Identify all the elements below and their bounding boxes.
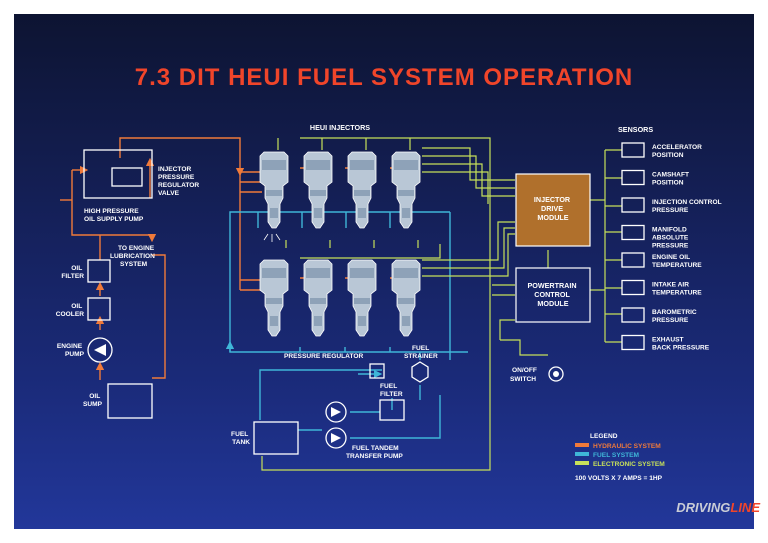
oil-sump-label: OIL SUMP: [83, 393, 103, 408]
oil-filter-label: OIL FILTER: [61, 265, 84, 280]
injector-drive-module-label: INJECTOR DRIVE MODULE: [534, 195, 572, 222]
legend-swatch-fuel: [575, 452, 589, 456]
fuel-labels: PRESSURE REGULATOR FUEL STRAINER FUEL FI…: [231, 345, 438, 460]
injector-3: [347, 151, 377, 229]
powertrain-control-module-label: POWERTRAIN CONTROL MODULE: [527, 281, 578, 308]
oil-system-labels: INJECTOR PRESSURE REGULATOR VALVE HIGH P…: [56, 166, 201, 408]
injector-2: [303, 151, 333, 229]
pressure-regulator-box: [369, 363, 385, 379]
powertrain-control-module-box: [515, 267, 591, 323]
legend-fuel-label: FUEL SYSTEM: [593, 452, 640, 459]
sensor-box-5: [621, 252, 645, 268]
sensor-box-4: [621, 224, 645, 241]
injector-4: [391, 151, 421, 229]
injector-drive-module-box: [515, 173, 591, 247]
injector-7: [347, 259, 377, 337]
legend-swatch-electronic: [575, 461, 589, 465]
legend-title: LEGEND: [590, 433, 618, 440]
oil-sump-box: [107, 383, 153, 419]
high-pressure-oil-supply-pump-box: [83, 149, 153, 199]
transfer-pump-lower-icon: [325, 427, 347, 449]
injector-pressure-regulator-valve-box: [111, 167, 143, 187]
injector-pressure-regulator-valve-label: INJECTOR PRESSURE REGULATOR VALVE: [158, 166, 201, 197]
injector-5: [259, 259, 289, 337]
fuel-lines: [225, 211, 468, 439]
on-off-switch-icon: [548, 366, 564, 382]
sensor-box-8: [621, 334, 645, 351]
sensor-box-2: [621, 169, 645, 186]
legend: LEGEND HYDRAULIC SYSTEM FUEL SYSTEM ELEC…: [575, 433, 665, 482]
sensor-box-1: [621, 142, 645, 158]
legend-note: 100 VOLTS X 7 AMPS = 1HP: [575, 475, 663, 482]
engine-pump-icon: [87, 337, 113, 363]
sensors-heading: SENSORS: [618, 125, 653, 134]
fuel-filter-box: [379, 399, 405, 421]
oil-cooler-label: OIL COOLER: [56, 303, 84, 318]
oil-system: [83, 149, 153, 419]
injector-bank: [259, 151, 421, 337]
sensor-box-7: [621, 307, 645, 323]
on-off-switch-label: ON/OFF SWITCH: [510, 367, 539, 383]
oil-cooler-box: [87, 297, 111, 321]
heui-injectors-label: HEUI INJECTORS: [310, 123, 370, 132]
fuel-strainer-icon: [411, 361, 429, 383]
legend-hydraulic-label: HYDRAULIC SYSTEM: [593, 443, 661, 450]
legend-swatch-hydraulic: [575, 443, 589, 447]
drivingline-watermark: DRIVINGLINE: [676, 500, 760, 515]
page-title: 7.3 DIT HEUI FUEL SYSTEM OPERATION: [135, 64, 634, 91]
fuel-tandem-transfer-pump-label: FUEL TANDEM TRANSFER PUMP: [346, 445, 403, 460]
pressure-regulator-label: PRESSURE REGULATOR: [284, 353, 363, 360]
fuel-tank-label: FUEL TANK: [231, 431, 250, 446]
to-engine-lubrication-system-label: TO ENGINE LUBRICATION SYSTEM: [110, 245, 157, 268]
diagram-poster: [14, 14, 754, 529]
fuel-components: [253, 361, 429, 455]
legend-electronic-label: ELECTRONIC SYSTEM: [593, 461, 665, 468]
sensor-box-3: [621, 197, 645, 213]
injector-1: [259, 151, 289, 229]
high-pressure-oil-supply-pump-label: HIGH PRESSURE OIL SUPPLY PUMP: [84, 208, 144, 223]
injector-6: [303, 259, 333, 337]
fuel-filter-label: FUEL FILTER: [380, 383, 403, 398]
fuel-strainer-label: FUEL STRAINER: [404, 345, 438, 360]
injector-8: [391, 259, 421, 337]
oil-filter-box: [87, 259, 111, 283]
engine-pump-label: ENGINE PUMP: [57, 343, 85, 358]
electronic-lines: [261, 137, 622, 471]
fuel-tank-box: [253, 421, 299, 455]
sensor-box-6: [621, 279, 645, 296]
transfer-pump-upper-icon: [325, 401, 347, 423]
